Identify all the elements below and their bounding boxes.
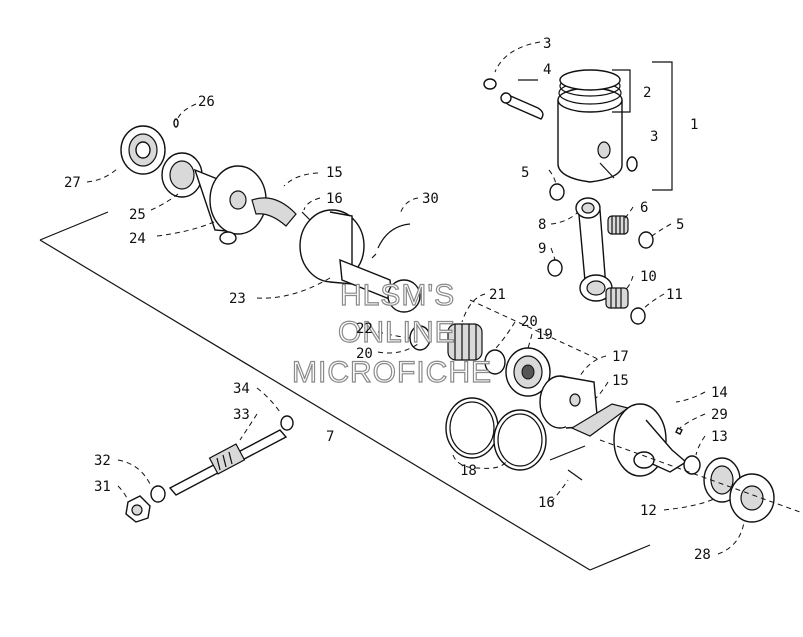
callout-5: 5 [521,165,529,181]
thrust-washer-center-a [409,325,431,351]
callout-32: 32 [94,453,111,469]
thrust-washer-center-b [484,349,506,375]
callout-1: 1 [690,117,698,133]
callout-20-left: 20 [356,346,373,362]
crank-flywheel-right [613,403,688,477]
callout-23: 23 [229,291,246,307]
drive-shaft [168,429,288,496]
callout-29: 29 [711,407,728,423]
leader-lines [86,41,745,555]
piston-pin-clip-top [483,78,497,90]
small-end-needle-bearing [607,215,629,235]
callout-7: 7 [326,429,334,445]
crankshaft-main [299,209,421,313]
thrust-washer-upper-left [549,183,565,201]
callout-3: 3 [543,36,551,52]
watermark-line-3: MICROFICHE [292,356,492,389]
callout-31: 31 [94,479,111,495]
inner-bearing-left [161,152,203,198]
callout-19: 19 [536,327,553,343]
thrust-washer-lower-right [630,307,646,325]
callout-5-right: 5 [676,217,684,233]
crank-flywheel-left [193,165,267,245]
bracket-piston-ring [612,69,631,113]
callouts: 3 4 2 1 3 26 27 25 24 15 16 30 5 8 6 5 9… [64,36,728,563]
callout-17: 17 [612,349,629,365]
outer-bearing-left [120,125,166,175]
bracket-piston-assembly [652,61,673,191]
axis-line-center [469,299,601,361]
callout-14: 14 [711,385,728,401]
connecting-rod [575,197,613,302]
piston-rings [445,397,547,471]
piston-pin-clip-right [626,156,638,172]
thrust-washer-lower-left [547,259,563,277]
callout-9: 9 [538,241,546,257]
callout-34: 34 [233,381,250,397]
callout-10: 10 [640,269,657,285]
crank-wheel-right [539,375,599,429]
counterweight-cover-left [251,197,297,227]
big-end-needle-bearing [605,287,629,309]
shaft-washer [280,415,294,431]
callout-30: 30 [422,191,439,207]
seal-ring-right [683,455,701,475]
needle-bearing-center [447,323,483,361]
circlip [371,223,411,259]
callout-27: 27 [64,175,81,191]
small-key-left [173,118,179,128]
thrust-washer-upper-right [638,231,654,249]
callout-16-bottom: 16 [538,495,555,511]
watermark: HLSM'S ONLINE MICROFICHE [291,278,492,389]
shaft-spacer [150,485,166,503]
callout-12: 12 [640,503,657,519]
callout-8: 8 [538,217,546,233]
callout-18: 18 [460,463,477,479]
watermark-line-1: HLSM'S [340,279,455,312]
oil-seal-right [729,473,775,523]
callout-15-right: 15 [612,373,629,389]
callout-22: 22 [356,321,373,337]
callout-11: 11 [666,287,683,303]
callout-24: 24 [129,231,146,247]
callout-21: 21 [489,287,506,303]
callout-26: 26 [198,94,215,110]
key-right [675,427,683,435]
callout-28: 28 [694,547,711,563]
callout-25: 25 [129,207,146,223]
callout-3-right: 3 [650,129,658,145]
piston-pin [500,92,544,120]
callout-20-right: 20 [521,314,538,330]
shaft-nut [125,495,151,523]
callout-16: 16 [326,191,343,207]
callout-2: 2 [643,85,651,101]
callout-4: 4 [543,62,551,78]
callout-33: 33 [233,407,250,423]
screw-right [567,469,583,481]
piston [557,69,623,183]
callout-6: 6 [640,200,648,216]
outer-bearing-right [703,457,741,503]
main-bearing-center [505,347,551,397]
crankshaft-assembly-outline [39,211,651,571]
watermark-line-2: ONLINE [338,316,456,349]
callout-15: 15 [326,165,343,181]
callout-13: 13 [711,429,728,445]
axis-line-right [599,439,801,513]
